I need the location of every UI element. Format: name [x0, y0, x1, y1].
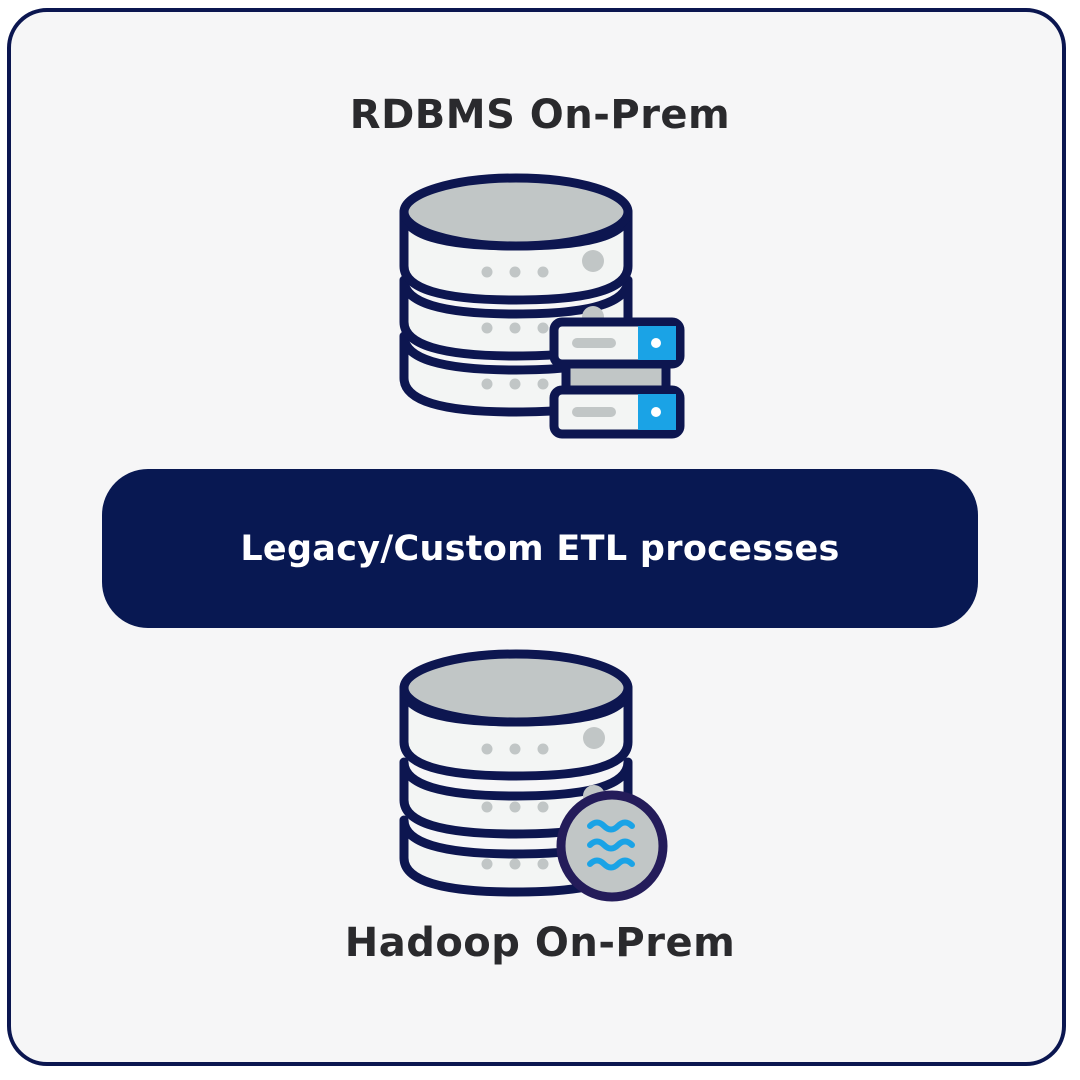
hadoop-label: Hadoop On-Prem: [344, 920, 736, 966]
rdbms-label: RDBMS On-Prem: [349, 92, 731, 138]
server-rack-icon: [549, 317, 685, 439]
data-lake-waves-icon: [556, 790, 668, 902]
etl-process-box: Legacy/Custom ETL processes: [102, 469, 978, 628]
etl-process-label: Legacy/Custom ETL processes: [240, 528, 840, 569]
